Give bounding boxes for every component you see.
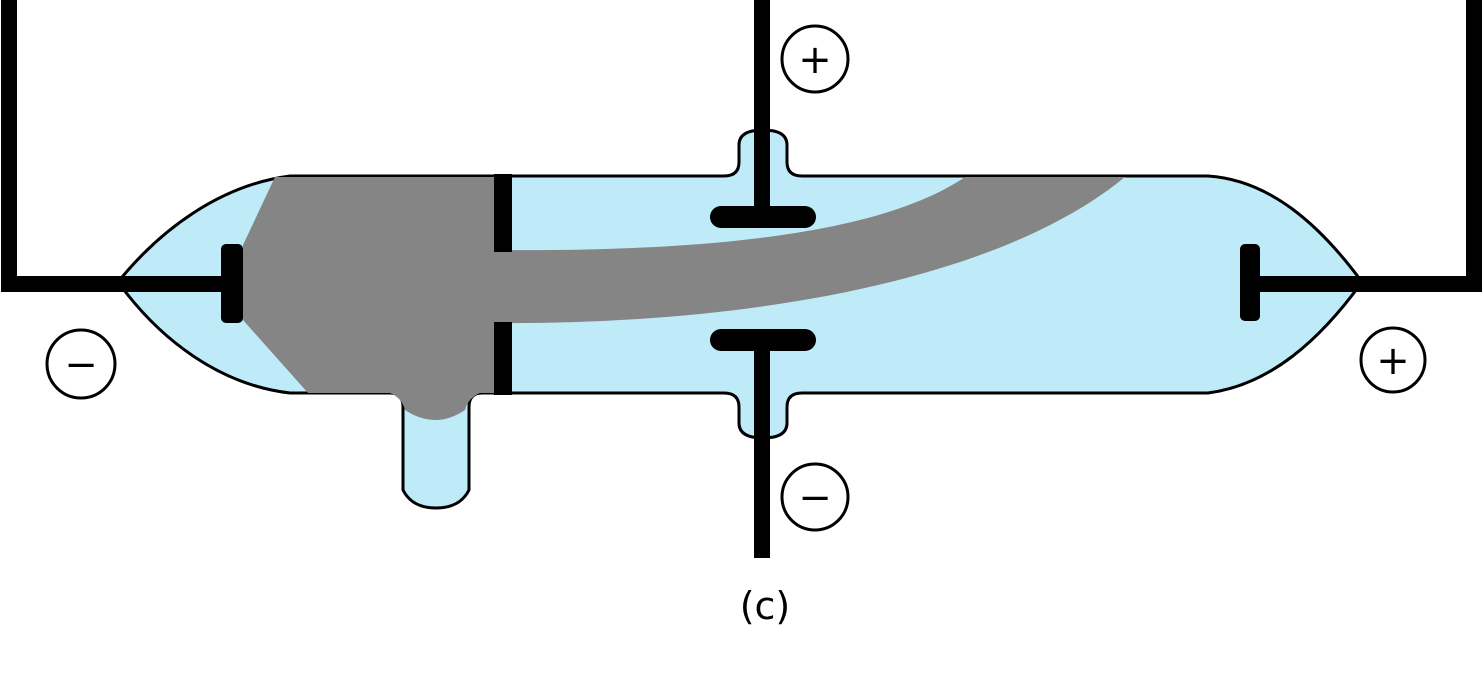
bottom-deflection-plate bbox=[710, 329, 816, 351]
electron-glow-region bbox=[243, 177, 496, 420]
anode-sign-badge: + bbox=[1359, 326, 1427, 394]
anode-plate bbox=[1240, 244, 1260, 321]
figure-caption: (c) bbox=[740, 584, 791, 628]
aperture-upper bbox=[494, 174, 512, 252]
cathode-plate bbox=[221, 244, 243, 323]
anode-wire bbox=[1252, 0, 1482, 292]
bottom-plate-sign: − bbox=[798, 475, 832, 521]
deflected-electron-beam bbox=[494, 177, 1125, 324]
bottom-plate-sign-badge: − bbox=[780, 462, 850, 532]
top-plate-sign: + bbox=[798, 37, 832, 83]
anode-sign: + bbox=[1376, 338, 1410, 384]
aperture-lower bbox=[494, 322, 512, 395]
top-deflection-plate bbox=[710, 206, 816, 228]
cathode-sign: − bbox=[64, 342, 98, 388]
top-plate-sign-badge: + bbox=[780, 24, 850, 94]
cathode-sign-badge: − bbox=[45, 328, 117, 400]
cathode-wire bbox=[1, 0, 232, 292]
